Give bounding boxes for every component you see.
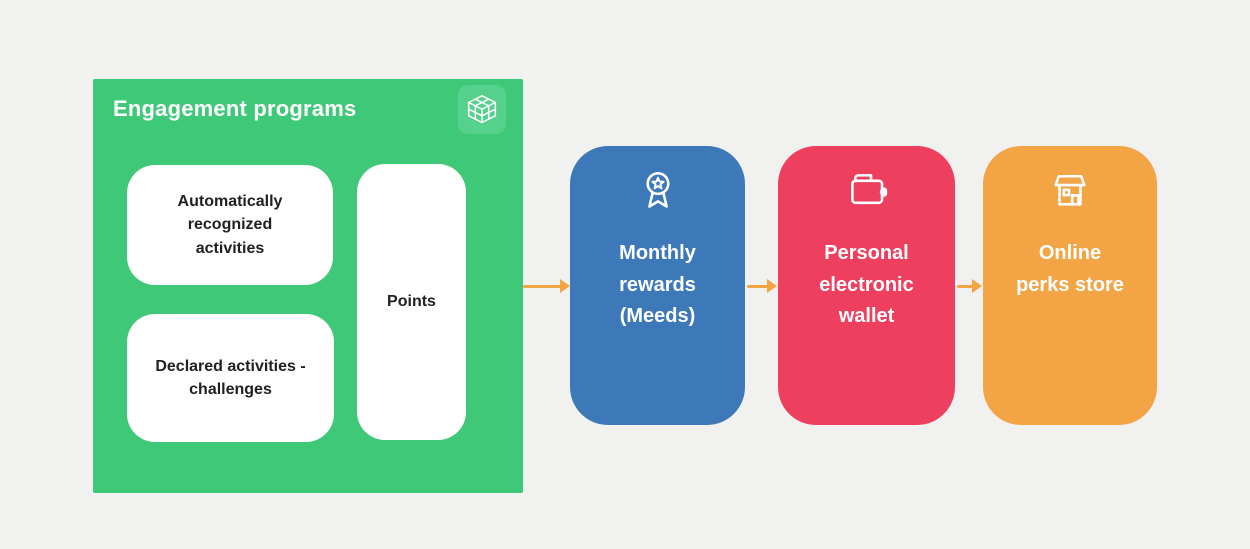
wallet-icon: [845, 168, 889, 212]
cube-icon: [462, 90, 502, 130]
engagement-programs-panel: Engagement programs Automatically recogn…: [93, 79, 523, 493]
card-label: Declared activities - challenges: [155, 357, 306, 398]
cube-icon-tile: [458, 85, 506, 134]
card-label: Automatically recognized activities: [177, 193, 283, 257]
card-points: Points: [357, 164, 466, 440]
flow-card-label: Personal electronic wallet: [819, 242, 914, 328]
flow-arrow-1: [523, 278, 570, 294]
panel-title: Engagement programs: [113, 96, 357, 121]
card-personal-electronic-wallet: Personal electronic wallet: [778, 146, 955, 425]
card-automatically-recognized-activities: Automatically recognized activities: [127, 165, 333, 285]
flow-card-label: Monthly rewards (Meeds): [619, 242, 696, 328]
card-label: Points: [387, 293, 436, 311]
store-icon: [1048, 168, 1092, 212]
flow-card-label: Online perks store: [1016, 242, 1124, 296]
flow-arrow-3: [957, 278, 982, 294]
card-online-perks-store: Online perks store: [983, 146, 1157, 425]
card-monthly-rewards: Monthly rewards (Meeds): [570, 146, 745, 425]
flow-arrow-2: [747, 278, 777, 294]
award-icon: [636, 168, 680, 212]
card-declared-activities-challenges: Declared activities - challenges: [127, 314, 334, 442]
